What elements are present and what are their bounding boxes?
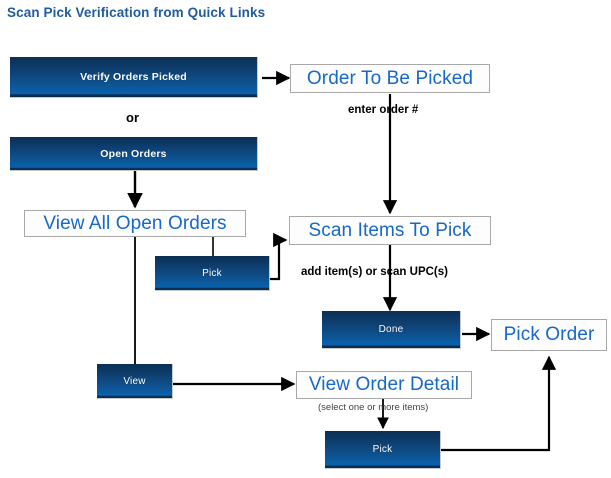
button-open-orders[interactable]: Open Orders	[10, 137, 258, 171]
edge-label-enter-order: enter order #	[348, 104, 419, 116]
label-or: or	[126, 110, 139, 125]
screen-pick-order[interactable]: Pick Order	[491, 319, 607, 351]
screen-view-order-detail[interactable]: View Order Detail	[296, 371, 472, 399]
page-title: Scan Pick Verification from Quick Links	[7, 5, 266, 20]
screen-view-all-open-orders[interactable]: View All Open Orders	[24, 210, 246, 237]
screen-order-to-be-picked[interactable]: Order To Be Picked	[290, 64, 490, 93]
button-pick-bottom[interactable]: Pick	[325, 431, 441, 469]
connector-pickmiddle-to-scan	[270, 232, 288, 281]
button-view[interactable]: View	[97, 364, 173, 399]
screen-scan-items-to-pick[interactable]: Scan Items To Pick	[289, 216, 491, 245]
edge-label-add-items: add item(s) or scan UPC(s)	[301, 266, 448, 278]
edge-label-select-items: (select one or more items)	[318, 402, 429, 413]
button-verify-orders-picked[interactable]: Verify Orders Picked	[10, 57, 258, 98]
button-pick-middle[interactable]: Pick	[155, 256, 270, 291]
button-done[interactable]: Done	[322, 311, 461, 349]
